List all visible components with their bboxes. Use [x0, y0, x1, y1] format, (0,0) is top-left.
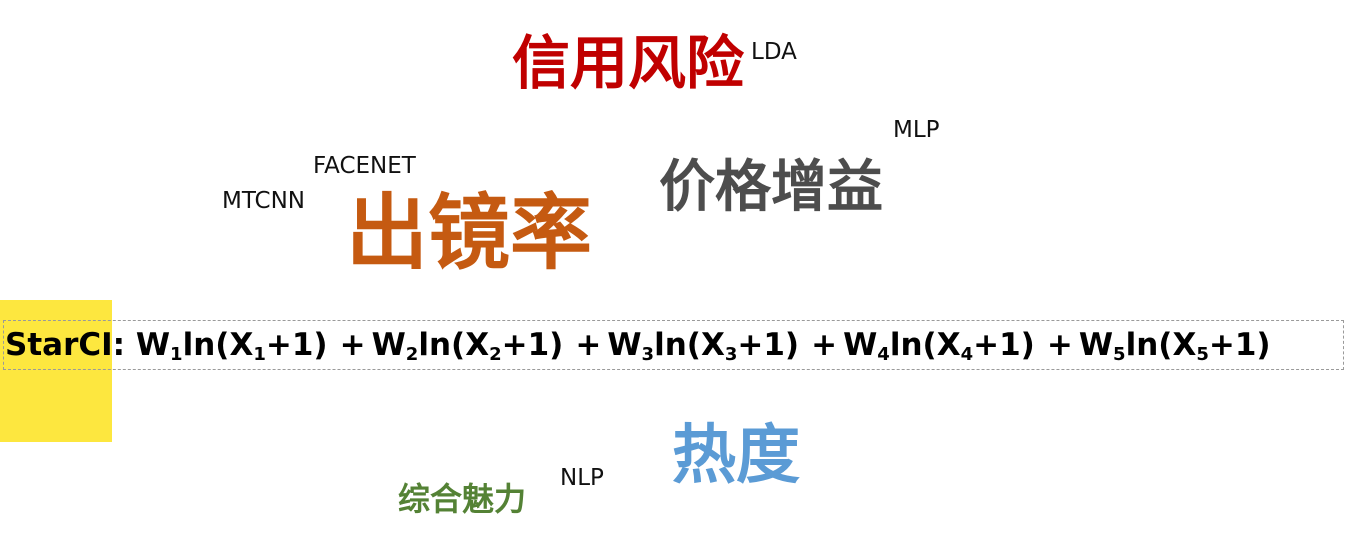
- variable-subscript: 3: [724, 344, 738, 365]
- variable-subscript: 4: [960, 344, 974, 365]
- formula-term-5: W5ln(X5+1): [1078, 327, 1271, 365]
- weight-subscript: 2: [405, 344, 419, 365]
- variable-symbol: X: [1172, 327, 1197, 363]
- formula-terms: W1ln(X1+1)+W2ln(X2+1)+W3ln(X3+1)+W4ln(X4…: [135, 327, 1277, 365]
- formula-box: [3, 320, 1344, 370]
- ln-function: ln(: [182, 327, 230, 363]
- weight-subscript: 4: [877, 344, 890, 365]
- plus-one: +1): [973, 327, 1035, 363]
- word-charm: 综合魅力: [398, 480, 527, 518]
- plus-operator: +: [339, 327, 366, 363]
- plus-operator: +: [811, 327, 838, 363]
- weight-symbol: W: [1078, 327, 1114, 363]
- tag-mtcnn: MTCNN: [222, 188, 306, 214]
- starci-formula: StarCI: W1ln(X1+1)+W2ln(X2+1)+W3ln(X3+1)…: [5, 327, 1277, 365]
- ln-function: ln(: [1125, 327, 1173, 363]
- variable-subscript: 1: [253, 344, 266, 365]
- variable-symbol: X: [936, 327, 961, 363]
- ln-function: ln(: [889, 327, 937, 363]
- word-exposure-rate: 出镜率: [346, 186, 593, 281]
- formula-term-3: W3ln(X3+1): [607, 327, 800, 365]
- tag-facenet: FACENET: [313, 153, 416, 179]
- weight-subscript: 1: [170, 344, 183, 365]
- plus-operator: +: [1046, 327, 1073, 363]
- label-highlight: [0, 300, 112, 442]
- plus-one: +1): [501, 327, 564, 363]
- weight-symbol: W: [135, 327, 171, 363]
- weight-subscript: 3: [641, 344, 655, 365]
- weight-subscript: 5: [1113, 344, 1126, 365]
- ln-function: ln(: [654, 327, 701, 363]
- variable-symbol: X: [465, 327, 490, 363]
- ln-function: ln(: [418, 327, 466, 363]
- tag-mlp: MLP: [893, 117, 940, 143]
- variable-symbol: X: [700, 327, 725, 363]
- variable-subscript: 5: [1196, 344, 1209, 365]
- weight-symbol: W: [371, 327, 406, 363]
- formula-label: StarCI:: [5, 327, 126, 363]
- formula-term-2: W2ln(X2+1): [371, 327, 564, 365]
- variable-subscript: 2: [489, 344, 502, 365]
- variable-symbol: X: [229, 327, 254, 363]
- plus-one: +1): [265, 327, 328, 363]
- plus-operator: +: [575, 327, 602, 363]
- tag-lda: LDA: [751, 39, 797, 65]
- formula-term-1: W1ln(X1+1): [135, 327, 328, 365]
- tag-nlp: NLP: [560, 465, 604, 491]
- word-credit-risk: 信用风险: [512, 29, 745, 97]
- word-popularity: 热度: [672, 419, 800, 493]
- word-price-gain: 价格增益: [659, 155, 883, 220]
- weight-symbol: W: [607, 327, 642, 363]
- plus-one: +1): [737, 327, 800, 363]
- weight-symbol: W: [843, 327, 878, 363]
- plus-one: +1): [1208, 327, 1271, 363]
- formula-term-4: W4ln(X4+1): [843, 327, 1035, 365]
